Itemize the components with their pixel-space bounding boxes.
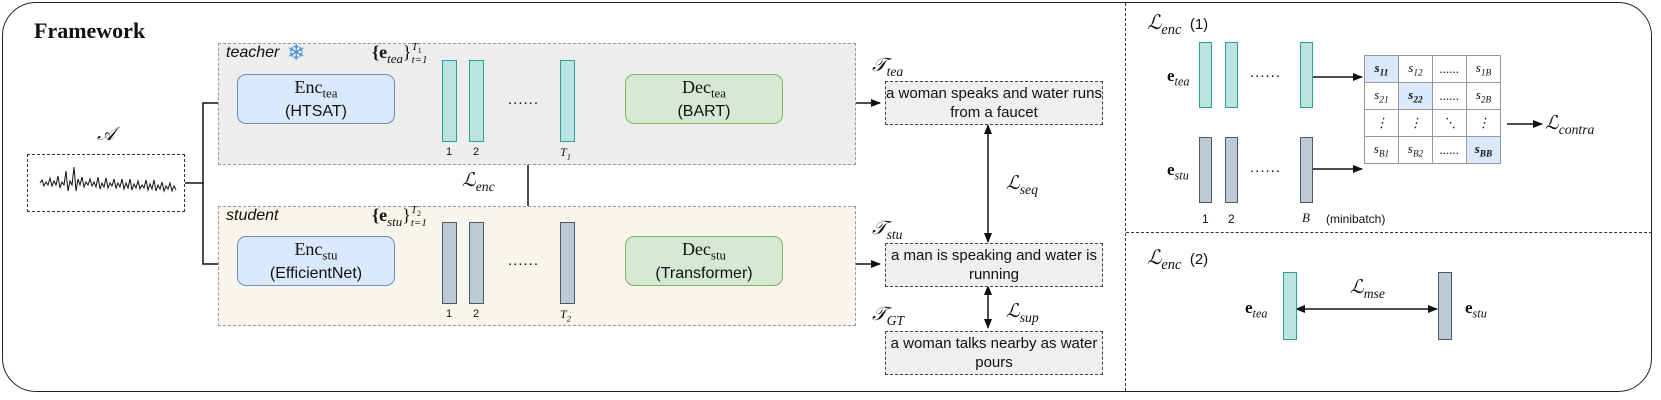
- panel2-tea-label: etea: [1245, 298, 1268, 321]
- matrix-cell: s1B: [1466, 55, 1501, 83]
- panel1-stu-row-label: estu: [1167, 160, 1189, 183]
- teacher-embedding-bar-1: [442, 60, 457, 142]
- teacher-caption-label: 𝒯tea: [872, 55, 904, 79]
- teacher-embedding-bar-2: [469, 60, 484, 142]
- matrix-cell: s22: [1398, 82, 1433, 110]
- gt-caption: a woman talks nearby as water pours: [885, 331, 1103, 375]
- panel1-tea-ellipsis: ......: [1250, 64, 1282, 81]
- matrix-cell: ⋱: [1432, 109, 1467, 137]
- gt-caption-label: 𝒯GT: [872, 304, 905, 328]
- teacher-label: teacher: [226, 44, 280, 61]
- vertical-divider: [1125, 3, 1126, 391]
- student-tick-2: 2: [473, 308, 480, 320]
- snowflake-icon: ❄: [287, 40, 306, 65]
- panel1-title: ℒenc (1): [1147, 12, 1209, 38]
- panel1-stu-bar-2: [1225, 137, 1238, 203]
- teacher-tick-last: T1: [560, 145, 571, 162]
- contra-loss-label: ℒcontra: [1545, 113, 1595, 137]
- audio-waveform: [39, 166, 177, 193]
- student-tick-1: 1: [446, 308, 453, 320]
- student-label: student: [226, 207, 279, 224]
- panel1-tick-1: 1: [1202, 212, 1209, 226]
- diagram-title: Framework: [34, 18, 146, 43]
- enc-loss-label: ℒenc: [462, 170, 495, 194]
- teacher-tick-1: 1: [446, 146, 453, 158]
- teacher-decoder: Dectea (BART): [625, 74, 783, 124]
- matrix-cell: ......: [1432, 82, 1467, 110]
- matrix-cell: sB1: [1364, 136, 1399, 164]
- seq-loss-label: ℒseq: [1006, 173, 1038, 197]
- teacher-tick-2: 2: [473, 146, 480, 158]
- teacher-caption: a woman speaks and water runs from a fau…: [885, 81, 1103, 125]
- matrix-cell: ⋮: [1364, 109, 1399, 137]
- matrix-cell: sBB: [1466, 136, 1501, 164]
- matrix-cell: ......: [1432, 136, 1467, 164]
- student-ellipsis: ......: [508, 252, 540, 269]
- student-embedding-bar-1: [442, 222, 457, 304]
- matrix-row: ⋮⋮⋱⋮: [1364, 109, 1501, 137]
- matrix-cell: s12: [1398, 55, 1433, 83]
- input-audio-box: [27, 154, 185, 212]
- student-embedding-bar-2: [469, 222, 484, 304]
- panel1-minibatch-label: (minibatch): [1326, 212, 1386, 226]
- student-decoder: Decstu (Transformer): [625, 236, 783, 286]
- student-caption: a man is speaking and water is running: [885, 243, 1103, 287]
- panel1-tea-row-label: etea: [1167, 66, 1190, 89]
- panel2-tea-bar: [1283, 272, 1297, 340]
- matrix-cell: ⋮: [1398, 109, 1433, 137]
- panel1-stu-ellipsis: ......: [1250, 159, 1282, 176]
- panel1-tea-bar-1: [1199, 42, 1212, 108]
- input-audio-label: 𝒜: [97, 124, 115, 145]
- sup-loss-label: ℒsup: [1006, 301, 1039, 325]
- matrix-cell: s2B: [1466, 82, 1501, 110]
- panel2-title: ℒenc (2): [1147, 247, 1209, 273]
- matrix-cell: ⋮: [1466, 109, 1501, 137]
- outer-frame: [2, 2, 1652, 392]
- teacher-embedding-bar-last: [560, 60, 575, 142]
- mse-loss-label: ℒmse: [1350, 277, 1385, 301]
- panel1-tick-2: 2: [1228, 212, 1235, 226]
- panel1-stu-bar-B: [1300, 137, 1313, 203]
- panel2-stu-bar: [1438, 272, 1452, 340]
- panel1-tick-B: B: [1302, 210, 1310, 225]
- matrix-cell: s21: [1364, 82, 1399, 110]
- student-encoder: Encstu (EfficientNet): [237, 236, 395, 286]
- panel1-tea-bar-2: [1225, 42, 1238, 108]
- matrix-cell: ......: [1432, 55, 1467, 83]
- student-caption-label: 𝒯stu: [872, 218, 903, 242]
- panel2-stu-label: estu: [1465, 298, 1487, 321]
- panel1-tea-bar-B: [1300, 42, 1313, 108]
- matrix-cell: sB2: [1398, 136, 1433, 164]
- student-tick-last: T2: [560, 307, 571, 324]
- teacher-encoder: Enctea (HTSAT): [237, 74, 395, 124]
- teacher-ellipsis: ......: [508, 91, 540, 108]
- matrix-cell: s11: [1364, 55, 1399, 83]
- panel1-stu-bar-1: [1199, 137, 1212, 203]
- horizontal-divider: [1126, 232, 1652, 233]
- student-embedding-bar-last: [560, 222, 575, 304]
